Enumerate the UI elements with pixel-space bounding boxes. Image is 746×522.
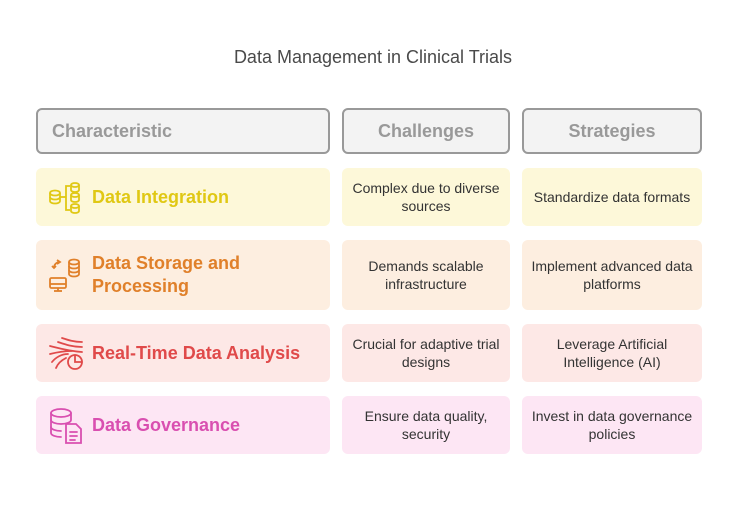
database-computer-icon	[49, 258, 80, 292]
database-integration-icon	[49, 182, 80, 214]
row-realtime-analysis-characteristic: Real-Time Data Analysis	[36, 324, 330, 382]
row-label: Data Storage and Processing	[92, 253, 241, 296]
row-realtime-analysis-challenge: Crucial for adaptive trial designs	[342, 324, 510, 382]
row-realtime-analysis-strategy: Leverage Artificial Intelligence (AI)	[522, 324, 702, 382]
row-data-storage-characteristic: Data Storage and Processing	[36, 240, 330, 310]
row-data-governance-challenge: Ensure data quality, security	[342, 396, 510, 454]
row-label: Data Governance	[92, 414, 241, 435]
row-label: Data Integration	[92, 186, 230, 207]
header-characteristic: Characteristic	[36, 108, 330, 154]
data-stream-clock-icon	[49, 337, 83, 370]
row-data-storage-challenge: Demands scalable infrastructure	[342, 240, 510, 310]
row-data-integration-challenge: Complex due to diverse sources	[342, 168, 510, 226]
database-document-icon	[50, 408, 82, 444]
page-title: Data Management in Clinical Trials	[233, 47, 513, 67]
row-data-storage-strategy: Implement advanced data platforms	[522, 240, 702, 310]
row-data-integration-strategy: Standardize data formats	[522, 168, 702, 226]
row-data-governance-characteristic: Data Governance	[36, 396, 330, 454]
row-label: Real-Time Data Analysis	[92, 342, 301, 363]
row-data-integration-characteristic: Data Integration	[36, 168, 330, 226]
row-data-governance-strategy: Invest in data governance policies	[522, 396, 702, 454]
header-challenges: Challenges	[342, 108, 510, 154]
header-strategies: Strategies	[522, 108, 702, 154]
